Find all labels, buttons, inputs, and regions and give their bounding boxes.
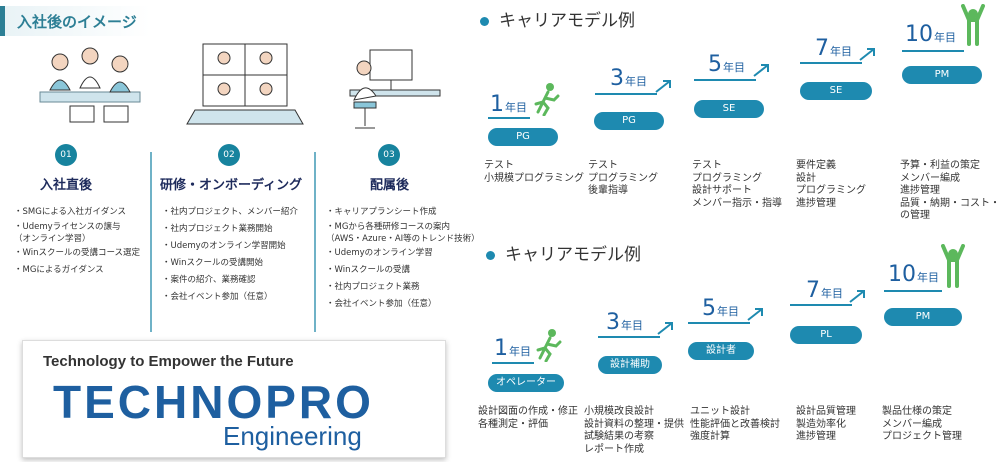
list-item: ・Udemyのオンライン学習: [326, 248, 433, 258]
company-logo: Technology to Empower the Future TECHNOP…: [22, 340, 446, 458]
year-label: 10年目: [888, 262, 939, 287]
year-label: 1年目: [494, 336, 531, 361]
role-description: 要件定義設計プログラミング進捗管理: [796, 160, 866, 209]
list-item: （AWS・Azure・AI等のトレンド技術）: [326, 234, 480, 244]
role-description: 小規模改良設計設計資料の整理・提供試験結果の考察レポート作成: [584, 406, 684, 455]
column-divider: [150, 152, 152, 332]
step-line: [595, 93, 657, 95]
role-badge: PM: [902, 66, 982, 84]
role-description: 設計図面の作成・修正各種測定・評価: [478, 406, 578, 430]
up-arrow-icon: [849, 290, 865, 303]
list-item: （オンライン学習）: [14, 234, 91, 244]
step-line: [790, 304, 852, 306]
up-arrow-icon: [747, 308, 763, 321]
list-item: ・Winスクールの受講: [326, 265, 410, 275]
step-line: [492, 362, 534, 364]
role-badge: オペレーター: [488, 374, 564, 392]
list-item: ・MGから各種研修コースの案内: [326, 222, 450, 232]
step-number-2: 02: [218, 144, 240, 166]
logo-tagline: Technology to Empower the Future: [43, 353, 294, 370]
year-label: 7年目: [806, 278, 843, 303]
role-badge: 設計者: [688, 342, 754, 360]
list-item: ・Udemyのオンライン学習開始: [162, 241, 286, 251]
role-description: 製品仕様の策定メンバー編成プロジェクト管理: [882, 406, 962, 442]
celebrating-person-icon: [941, 244, 965, 288]
column-list-1: ・SMGによる入社ガイダンス ・Udemyライセンスの譲与 （オンライン学習） …: [14, 204, 140, 279]
column-list-3: ・キャリアプランシート作成 ・MGから各種研修コースの案内 （AWS・Azure…: [326, 204, 480, 313]
year-label: 3年目: [606, 310, 643, 335]
bullet-dot-icon: [486, 250, 495, 260]
role-description: 設計品質管理製造効率化進捗管理: [796, 406, 856, 442]
column-title-2: 研修・オンボーディング: [160, 178, 303, 193]
list-item: ・社内プロジェクト業務開始: [162, 224, 273, 234]
up-arrow-icon: [859, 48, 875, 61]
step-line: [694, 79, 756, 81]
bullet-dot-icon: [480, 16, 489, 26]
up-arrow-icon: [655, 80, 671, 93]
logo-subtitle: Engineering: [223, 421, 362, 451]
list-item: ・MGによるガイダンス: [14, 265, 104, 275]
role-description: テストプログラミング設計サポートメンバー指示・指導: [692, 160, 782, 209]
up-arrow-icon: [657, 322, 673, 335]
year-label: 5年目: [702, 296, 739, 321]
step-line: [884, 290, 942, 292]
year-label: 1年目: [490, 92, 527, 117]
role-description: 予算・利益の策定メンバー編成進捗管理品質・納期・コスト・の管理: [900, 160, 1000, 221]
career-section-title: キャリアモデル例: [480, 6, 635, 31]
logo-name: TECHNOPRO: [53, 376, 374, 428]
desk-work-illustration: [349, 49, 441, 129]
up-arrow-icon: [753, 64, 769, 77]
step-line: [800, 62, 862, 64]
role-description: ユニット設計性能評価と改善検討強度計算: [690, 406, 780, 442]
list-item: ・案件の紹介、業務確認: [162, 275, 256, 285]
list-item: ・社内プロジェクト、メンバー紹介: [162, 207, 298, 217]
column-title-3: 配属後: [370, 178, 410, 193]
running-person-icon: [536, 329, 562, 362]
list-item: ・会社イベント参加（任意）: [326, 299, 437, 309]
role-badge: 設計補助: [598, 356, 662, 374]
list-item: ・会社イベント参加（任意）: [162, 292, 273, 302]
page-header: 入社後のイメージ: [0, 6, 150, 36]
role-badge: PG: [594, 112, 664, 130]
online-meeting-illustration: [186, 43, 304, 125]
column-title-1: 入社直後: [40, 178, 93, 193]
role-description: テストプログラミング後輩指導: [588, 160, 658, 196]
step-number-3: 03: [378, 144, 400, 166]
year-label: 3年目: [610, 66, 647, 91]
step-number-1: 01: [55, 144, 77, 166]
list-item: ・Winスクールの受講開始: [162, 258, 263, 268]
step-line: [598, 336, 660, 338]
team-meeting-illustration: [39, 47, 141, 123]
role-badge: PL: [790, 326, 862, 344]
step-line: [488, 117, 530, 119]
list-item: ・Winスクールの受講コース選定: [14, 248, 141, 258]
step-line: [688, 322, 750, 324]
celebrating-person-icon: [961, 4, 985, 46]
role-description: テスト小規模プログラミング: [484, 160, 584, 184]
role-badge: PG: [488, 128, 558, 146]
running-person-icon: [534, 83, 560, 116]
list-item: ・キャリアプランシート作成: [326, 207, 437, 217]
year-label: 5年目: [708, 52, 745, 77]
step-line: [902, 50, 964, 52]
role-badge: SE: [800, 82, 872, 100]
role-badge: PM: [884, 308, 962, 326]
list-item: ・社内プロジェクト業務: [326, 282, 420, 292]
year-label: 10年目: [905, 22, 956, 47]
page-title: 入社後のイメージ: [17, 13, 137, 31]
column-list-2: ・社内プロジェクト、メンバー紹介 ・社内プロジェクト業務開始 ・Udemyのオン…: [162, 204, 298, 306]
list-item: ・SMGによる入社ガイダンス: [14, 207, 127, 217]
list-item: ・Udemyライセンスの譲与: [14, 222, 121, 232]
year-label: 7年目: [815, 36, 852, 61]
role-badge: SE: [694, 100, 764, 118]
column-divider: [314, 152, 316, 332]
career-section-title: キャリアモデル例: [486, 240, 641, 265]
